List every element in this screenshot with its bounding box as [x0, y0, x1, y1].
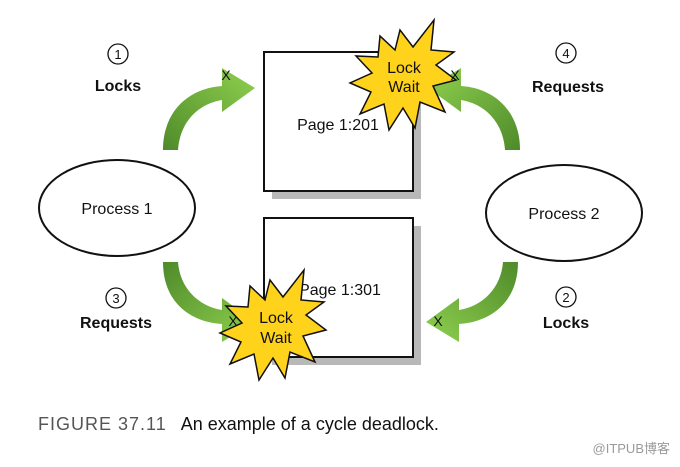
step-3-label: Requests — [80, 315, 152, 332]
figure-number: FIGURE 37.11 — [38, 414, 167, 434]
step-4: 4 Requests — [532, 42, 604, 96]
step-1-label: Locks — [95, 78, 141, 95]
lock-wait-burst-bottom: Lock Wait — [218, 267, 328, 382]
step-3: 3 Requests — [80, 287, 152, 332]
process-1-label: Process 1 — [81, 201, 152, 218]
page-label-bottom: Page 1:301 — [299, 282, 381, 299]
step-1: 1 Locks — [95, 43, 141, 95]
x-mark-top-left: X — [221, 67, 231, 83]
arrow-requests-4 — [428, 68, 520, 150]
step-2-number: 2 — [562, 290, 569, 305]
x-mark-bottom-right: X — [433, 313, 443, 329]
lock-wait-bottom-line1: Lock — [259, 310, 294, 327]
step-2: 2 Locks — [543, 286, 589, 332]
figure-caption-text: An example of a cycle deadlock. — [180, 414, 439, 434]
lock-wait-bottom-line2: Wait — [260, 330, 292, 347]
step-4-number: 4 — [562, 46, 569, 61]
process-2-label: Process 2 — [528, 206, 599, 223]
process-2-node: Process 2 — [485, 164, 643, 262]
x-mark-top-right: X — [450, 67, 460, 83]
lock-wait-top-line1: Lock — [387, 60, 422, 77]
arrow-requests-3 — [163, 262, 255, 342]
step-4-label: Requests — [532, 79, 604, 96]
step-3-number: 3 — [112, 291, 119, 306]
arrow-locks-1 — [163, 68, 255, 150]
watermark: @ITPUB博客 — [592, 441, 670, 456]
page-label-top: Page 1:201 — [297, 117, 379, 134]
figure-caption: FIGURE 37.11 An example of a cycle deadl… — [38, 414, 439, 435]
lock-wait-top-line2: Wait — [388, 79, 420, 96]
lock-wait-burst-top: Lock Wait — [348, 17, 458, 132]
arrow-locks-2 — [426, 262, 518, 342]
step-2-label: Locks — [543, 315, 589, 332]
process-1-node: Process 1 — [38, 159, 196, 257]
step-1-number: 1 — [114, 47, 121, 62]
x-mark-bottom-left: X — [228, 313, 238, 329]
